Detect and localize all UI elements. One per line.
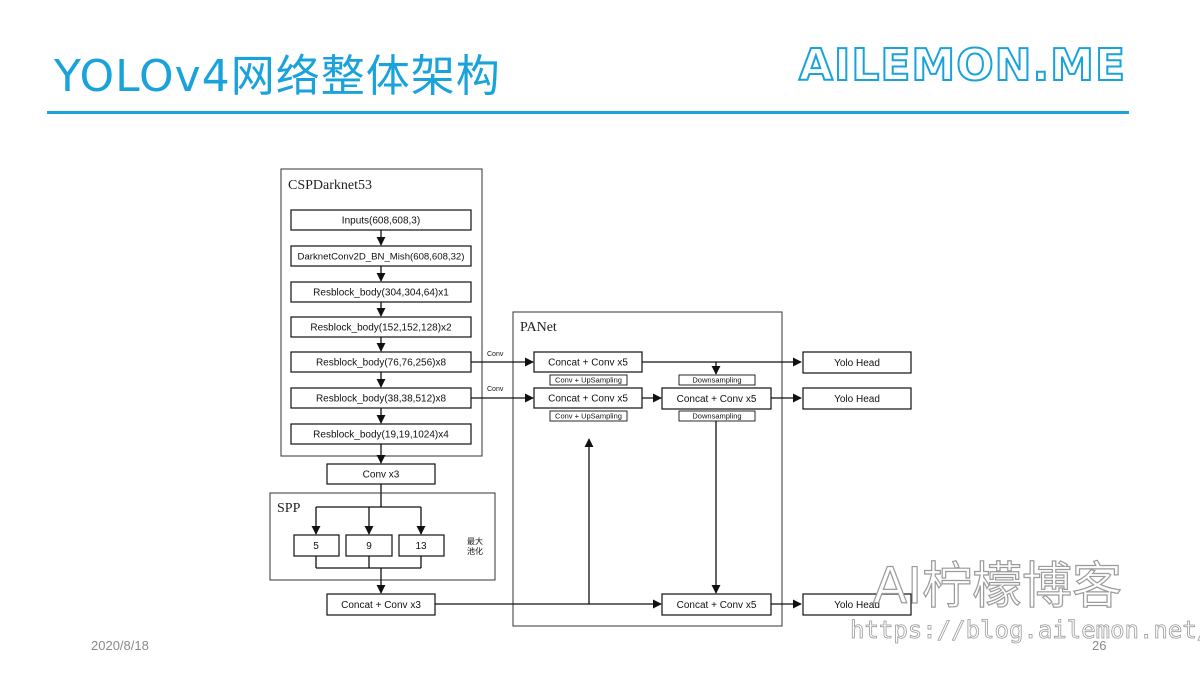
- spp-title: SPP: [277, 501, 301, 516]
- spp-pool-13: 13: [398, 534, 445, 557]
- svg-text:Concat + Conv x5: Concat + Conv x5: [677, 394, 757, 405]
- spp-branch-lines: [311, 506, 426, 569]
- label-conv-upsampling-1: Conv + UpSampling: [549, 374, 628, 386]
- svg-text:Concat + Conv x5: Concat + Conv x5: [548, 394, 628, 405]
- svg-text:Conv + UpSampling: Conv + UpSampling: [555, 412, 622, 421]
- svg-text:9: 9: [366, 541, 372, 552]
- backbone-block-label: Resblock_body(152,152,128)x2: [310, 323, 452, 334]
- panet-concat-conv5-mid: Concat + Conv x5: [533, 387, 643, 409]
- backbone-block-label: Resblock_body(38,38,512)x8: [316, 394, 447, 405]
- backbone-block-label: Resblock_body(304,304,64)x1: [313, 288, 449, 299]
- backbone-block-resblock-152: Resblock_body(152,152,128)x2: [290, 316, 472, 338]
- svg-text:Concat + Conv x3: Concat + Conv x3: [341, 600, 421, 611]
- backbone-block-label: Inputs(608,608,3): [342, 216, 420, 227]
- backbone-block-inputs: Inputs(608,608,3): [290, 209, 472, 231]
- brand-logo: AILEMON.ME: [798, 39, 1126, 92]
- conv-x3-block: Conv x3: [326, 463, 436, 485]
- spp-frame: [269, 492, 496, 581]
- svg-text:5: 5: [313, 541, 319, 552]
- concat-conv3-block: Concat + Conv x3: [326, 593, 436, 616]
- spp-note-line1: 最大: [467, 536, 483, 546]
- svg-text:Yolo Head: Yolo Head: [834, 394, 880, 405]
- slide-title: YOLOv4网络整体架构: [54, 51, 501, 102]
- backbone-block-resblock-19: Resblock_body(19,19,1024)x4: [290, 423, 472, 445]
- svg-text:Concat + Conv x5: Concat + Conv x5: [677, 600, 757, 611]
- backbone-block-resblock-76: Resblock_body(76,76,256)x8: [290, 351, 472, 373]
- backbone-block-resblock-38: Resblock_body(38,38,512)x8: [290, 387, 472, 409]
- slide-date: 2020/8/18: [91, 638, 149, 653]
- svg-text:Downsampling: Downsampling: [692, 412, 741, 421]
- backbone-block-label: Resblock_body(76,76,256)x8: [316, 358, 447, 369]
- svg-text:Conv + UpSampling: Conv + UpSampling: [555, 376, 622, 385]
- spp-pool-5: 5: [293, 534, 340, 557]
- panet-concat-conv5-bottom: Concat + Conv x5: [661, 593, 772, 616]
- slide-page-number: 26: [1092, 638, 1107, 653]
- backbone-block-label: DarknetConv2D_BN_Mish(608,608,32): [298, 252, 465, 263]
- label-downsampling-1: Downsampling: [678, 374, 756, 386]
- yolo-head-mid: Yolo Head: [802, 387, 912, 410]
- yolo-head-bottom: Yolo Head: [802, 593, 912, 616]
- svg-text:13: 13: [415, 541, 427, 552]
- backbone-block-resblock-304: Resblock_body(304,304,64)x1: [290, 281, 472, 303]
- label-conv-upsampling-2: Conv + UpSampling: [549, 410, 628, 422]
- watermark-text: AI柠檬博客: [873, 557, 1122, 615]
- edge-label-conv-2: Conv: [487, 386, 504, 393]
- svg-text:Concat + Conv x5: Concat + Conv x5: [548, 358, 628, 369]
- panet-concat-conv5-top: Concat + Conv x5: [533, 351, 643, 373]
- label-downsampling-2: Downsampling: [678, 410, 756, 422]
- svg-text:Yolo Head: Yolo Head: [834, 358, 880, 369]
- edge-label-conv-1: Conv: [487, 351, 504, 358]
- yolo-head-top: Yolo Head: [802, 351, 912, 374]
- panet-connections: [435, 357, 802, 609]
- backbone-block-darknetconv2d: DarknetConv2D_BN_Mish(608,608,32): [290, 245, 472, 267]
- cspdarknet53-title: CSPDarknet53: [288, 178, 372, 193]
- spp-note-line2: 池化: [467, 546, 483, 556]
- backbone-block-label: Resblock_body(19,19,1024)x4: [313, 430, 449, 441]
- panet-concat-conv5-right-mid: Concat + Conv x5: [661, 387, 772, 410]
- svg-text:Downsampling: Downsampling: [692, 376, 741, 385]
- spp-pool-9: 9: [345, 534, 393, 557]
- panet-title: PANet: [520, 320, 557, 335]
- panet-frame: [512, 311, 783, 627]
- svg-text:Conv x3: Conv x3: [363, 470, 400, 481]
- title-divider: [47, 111, 1129, 114]
- svg-text:Yolo Head: Yolo Head: [834, 600, 880, 611]
- watermark-url: https://blog.ailemon.net/: [850, 616, 1200, 644]
